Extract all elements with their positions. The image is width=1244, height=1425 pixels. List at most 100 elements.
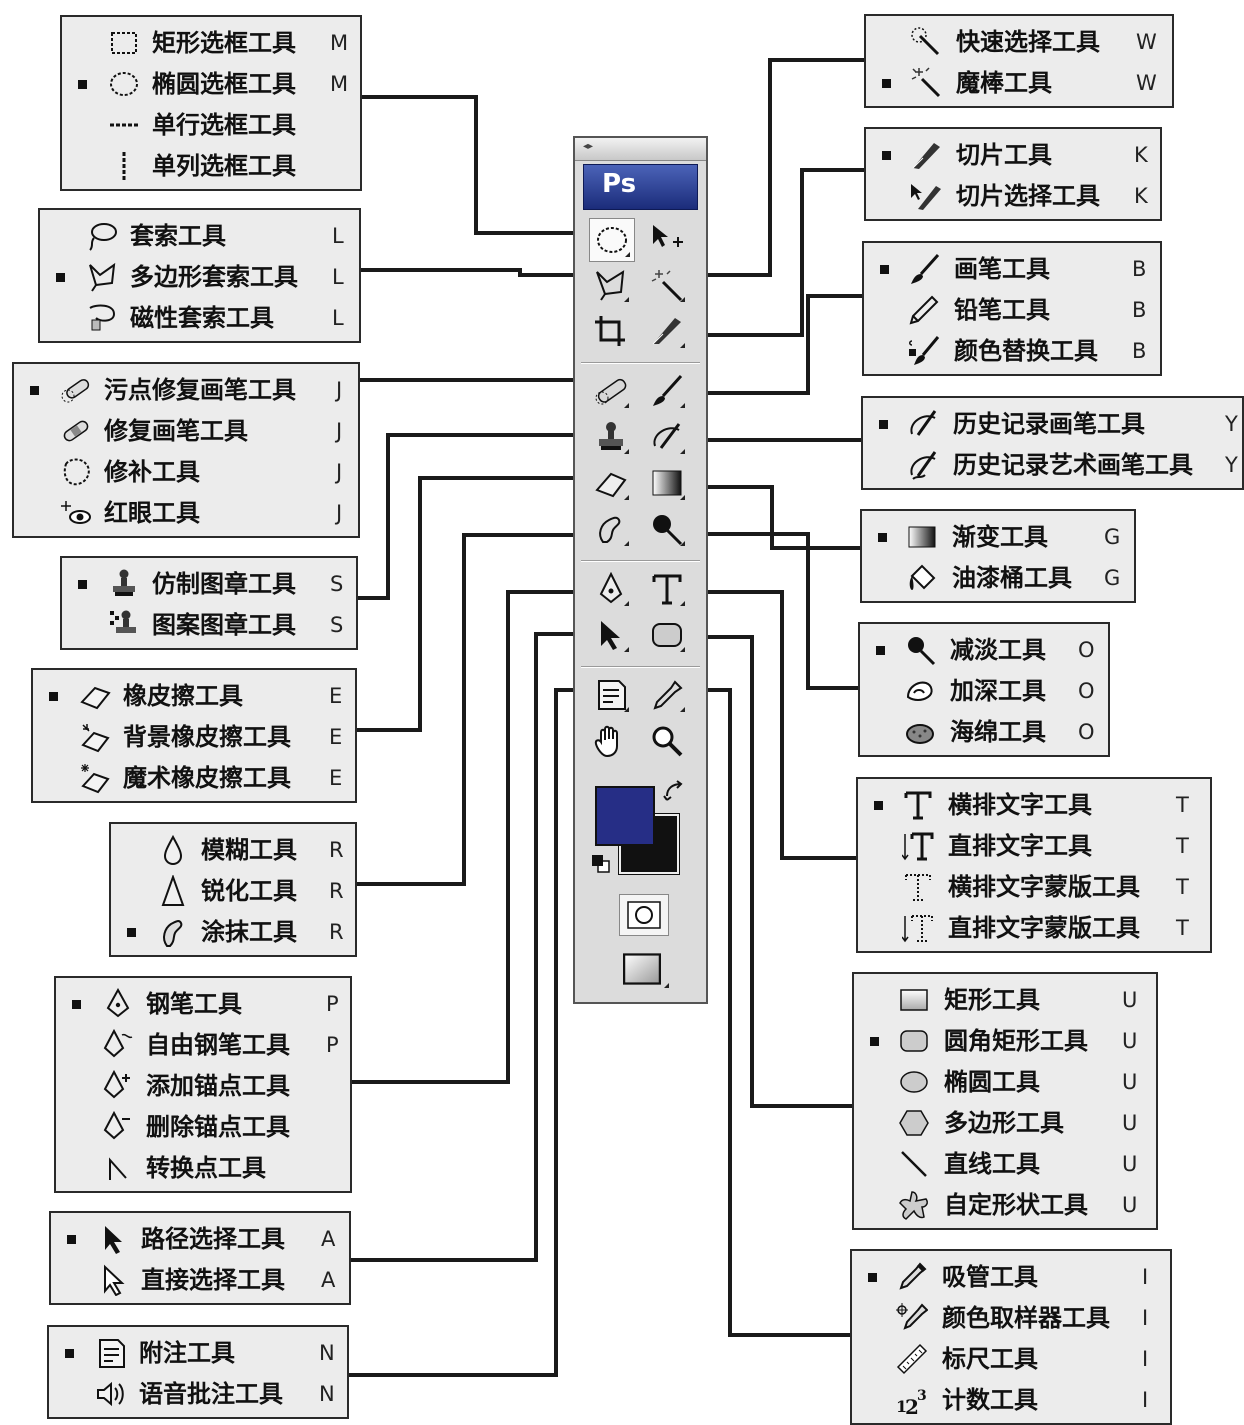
toolbox-brush-tool[interactable] [645, 370, 689, 412]
toolbox-stamp-tool[interactable] [589, 416, 633, 458]
active-tool-marker [876, 646, 885, 655]
app-badge[interactable]: Ps [583, 164, 698, 210]
toolbox-shape-tool[interactable] [645, 614, 689, 656]
toolbox-eyedropper-tool[interactable] [645, 674, 689, 716]
tool-item-convert-point[interactable]: 转换点工具 [56, 1148, 350, 1188]
tool-item-add-anchor[interactable]: 添加锚点工具 [56, 1066, 350, 1106]
toolbox-collapse-arrows[interactable]: ◂▸ [583, 141, 594, 152]
toolbox-hand-tool[interactable] [589, 720, 633, 762]
toolbox-pen-tool[interactable] [589, 568, 633, 610]
connector-line [690, 532, 858, 690]
quick-mask-button[interactable] [619, 894, 669, 936]
toolbox-marquee-tool[interactable] [589, 218, 635, 262]
toolbox-slice-tool[interactable] [645, 310, 689, 352]
toolbox-zoom-tool[interactable] [645, 720, 689, 762]
notes-icon [95, 1337, 127, 1369]
default-colors-icon[interactable] [589, 852, 613, 876]
burn-icon [904, 675, 936, 707]
quick-selection-icon [910, 26, 942, 58]
toolbox-eraser-tool[interactable] [589, 462, 633, 504]
toolbox-type-tool[interactable] [645, 568, 689, 610]
tool-item-single-row-marquee[interactable]: 单行选框工具 [62, 105, 360, 145]
screen-mode-button[interactable] [613, 946, 673, 992]
shortcut-key: P [326, 1033, 339, 1057]
shortcut-key: T [1176, 834, 1189, 858]
toolbox-history-brush-tool[interactable] [645, 416, 689, 458]
tool-item-delete-anchor[interactable]: 删除锚点工具 [56, 1107, 350, 1147]
connector-line [358, 433, 590, 600]
toolbox-lasso-tool[interactable] [589, 264, 633, 306]
pencil-icon [908, 294, 940, 326]
toolbox-grip[interactable]: ◂▸ [575, 138, 706, 161]
ellipse-marquee-icon [597, 227, 627, 253]
foreground-color-swatch[interactable] [595, 786, 655, 846]
toolbox-magic-wand-tool[interactable] [645, 264, 689, 306]
toolbox-path-selection-tool[interactable] [589, 614, 633, 656]
toolbox-smudge-tool[interactable] [589, 508, 633, 550]
toolbox-move-tool[interactable] [645, 218, 689, 260]
swap-colors-icon[interactable] [663, 780, 687, 804]
toolbox-notes-tool[interactable] [589, 674, 633, 716]
toolbox-dodge-tool[interactable] [645, 508, 689, 550]
svg-text:3: 3 [917, 1388, 927, 1404]
toolbox-healing-tool[interactable] [589, 370, 633, 412]
toolbox-crop-tool[interactable] [589, 310, 633, 352]
clone-stamp-icon [108, 568, 140, 600]
toolbox-gradient-tool[interactable] [645, 462, 689, 504]
tool-item-single-column-marquee[interactable]: 单列选框工具 [62, 146, 360, 186]
